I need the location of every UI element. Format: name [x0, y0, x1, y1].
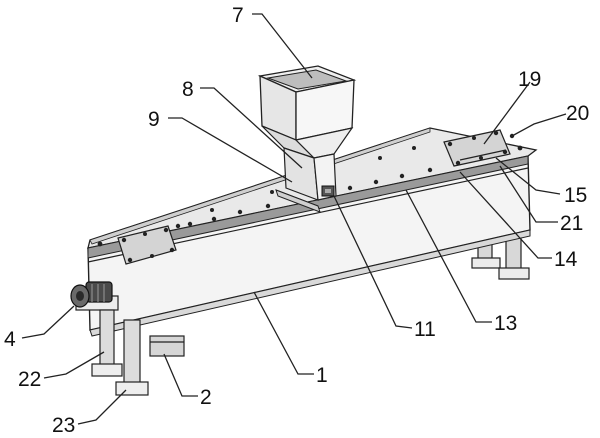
bottom-outlet [149, 335, 185, 357]
callout-23: 23 [52, 414, 75, 437]
callout-21: 21 [560, 212, 583, 235]
motor [70, 281, 119, 311]
callout-1: 1 [316, 364, 328, 387]
callout-13: 13 [494, 312, 517, 335]
callout-4: 4 [4, 328, 16, 351]
callout-2: 2 [200, 386, 212, 409]
callout-14: 14 [554, 248, 578, 271]
callout-20: 20 [566, 102, 589, 125]
callout-8: 8 [182, 78, 194, 101]
callout-15: 15 [564, 184, 587, 207]
callout-22: 22 [18, 368, 41, 391]
callout-labels: 7 8 9 19 20 15 21 14 4 11 13 1 22 2 23 [4, 4, 589, 437]
callout-9: 9 [148, 108, 160, 131]
hopper [257, 65, 357, 213]
callout-19: 19 [518, 68, 541, 91]
cover-plate-right [443, 129, 511, 167]
callout-11: 11 [414, 318, 436, 341]
leader-lines [21, 13, 567, 425]
callout-7: 7 [232, 4, 244, 27]
cover-plate-left [117, 225, 177, 265]
